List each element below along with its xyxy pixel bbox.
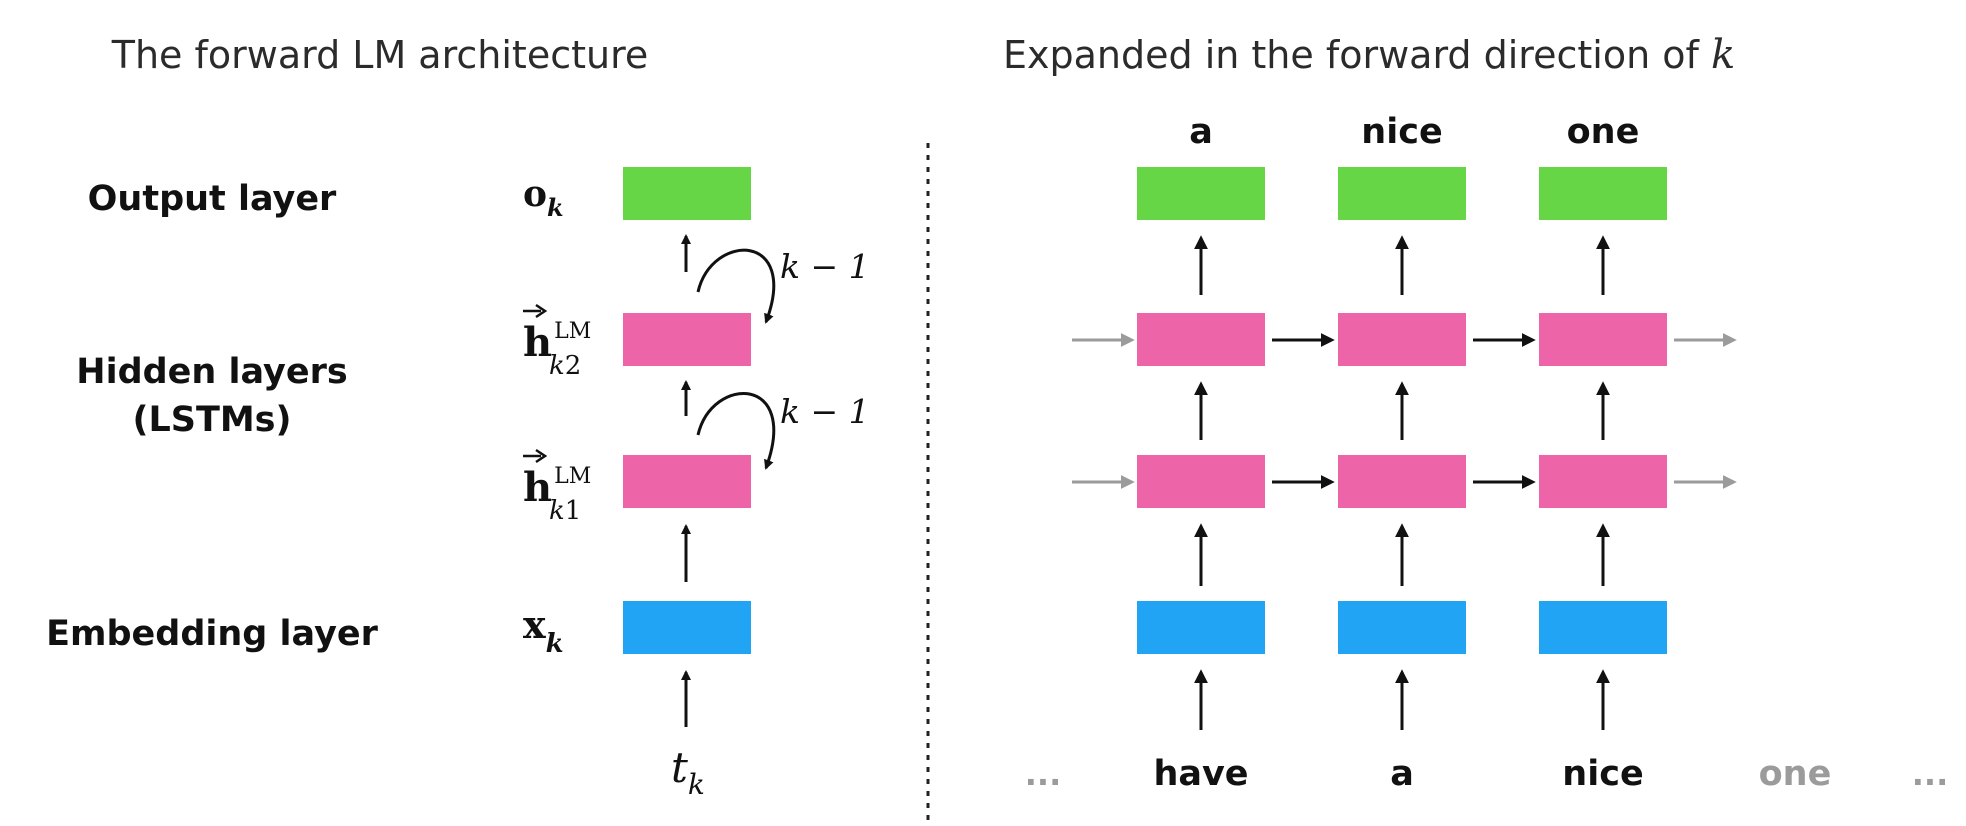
recurrence-label-hidden2: k − 1 [780, 247, 870, 286]
hidden1-symbol-sub-k: k [549, 496, 565, 526]
output-symbol: ok [523, 173, 564, 222]
hidden2-symbol-sub-digit: 2 [565, 351, 582, 381]
output-box-col3 [1539, 167, 1667, 220]
input-symbol: tk [671, 743, 705, 801]
hidden2-symbol-sub: k2 [549, 351, 581, 381]
embedding-layer-label: Embedding layer [46, 614, 379, 654]
right-panel-title: Expanded in the forward direction of k [1003, 32, 1735, 78]
embedding-box-col2 [1338, 601, 1466, 654]
vector-arrow-icon [523, 303, 548, 319]
right-panel-title-text: Expanded in the forward direction of [1003, 33, 1711, 77]
hidden2-symbol-sup: LM [554, 319, 591, 344]
input-ellipsis-left: ... [1025, 755, 1061, 793]
hidden1-symbol-base: h [523, 464, 552, 511]
embedding-symbol-base: x [523, 602, 546, 647]
output-symbol-sub: k [547, 193, 564, 222]
hidden2-box-col3 [1539, 313, 1667, 366]
input-symbol-base: t [671, 743, 688, 792]
hidden2-box-col1 [1137, 313, 1265, 366]
output-box-col1 [1137, 167, 1265, 220]
recurrence-loop-icon [696, 248, 776, 324]
embedding-box-col1 [1137, 601, 1265, 654]
right-panel-title-var: k [1711, 32, 1735, 78]
embedding-layer-box [623, 601, 751, 654]
output-symbol-base: o [523, 173, 547, 215]
horizontal-arrows-group [1072, 333, 1737, 489]
input-word-3: nice [1562, 754, 1643, 794]
left-panel-title: The forward LM architecture [111, 33, 649, 77]
output-word-1: a [1189, 112, 1213, 152]
embedding-symbol-sub: k [546, 629, 564, 659]
hidden2-box-col2 [1338, 313, 1466, 366]
hidden1-symbol: hLM [523, 464, 591, 511]
hidden1-symbol-sub: k1 [549, 496, 581, 526]
input-symbol-sub: k [688, 768, 705, 801]
hidden2-symbol-base: h [523, 319, 552, 366]
output-word-2: nice [1361, 112, 1442, 152]
hidden1-box-col3 [1539, 455, 1667, 508]
recurrence-label-hidden1: k − 1 [780, 392, 870, 431]
embedding-symbol: xk [523, 602, 564, 659]
hidden1-box-col2 [1338, 455, 1466, 508]
hidden-layers-label: Hidden layers [76, 352, 347, 392]
output-layer-box [623, 167, 751, 220]
input-word-1: have [1153, 754, 1248, 794]
hidden1-symbol-sub-digit: 1 [565, 496, 582, 526]
hidden2-symbol: hLM [523, 319, 591, 366]
vertical-arrows-group [1194, 235, 1610, 730]
vector-arrow-icon [523, 448, 548, 464]
embedding-box-col3 [1539, 601, 1667, 654]
hidden1-symbol-sup: LM [554, 464, 591, 489]
output-box-col2 [1338, 167, 1466, 220]
hidden2-symbol-sub-k: k [549, 351, 565, 381]
hidden-layers-sublabel: (LSTMs) [132, 400, 291, 440]
hidden1-box-col1 [1137, 455, 1265, 508]
input-word-2: a [1390, 754, 1414, 794]
next-input-word: one [1759, 754, 1832, 794]
input-ellipsis-right: ... [1912, 755, 1948, 793]
hidden-layer-2-box [623, 313, 751, 366]
output-layer-label: Output layer [88, 179, 337, 219]
hidden-layer-1-box [623, 455, 751, 508]
output-word-3: one [1567, 112, 1640, 152]
recurrence-loop-icon [696, 391, 776, 470]
